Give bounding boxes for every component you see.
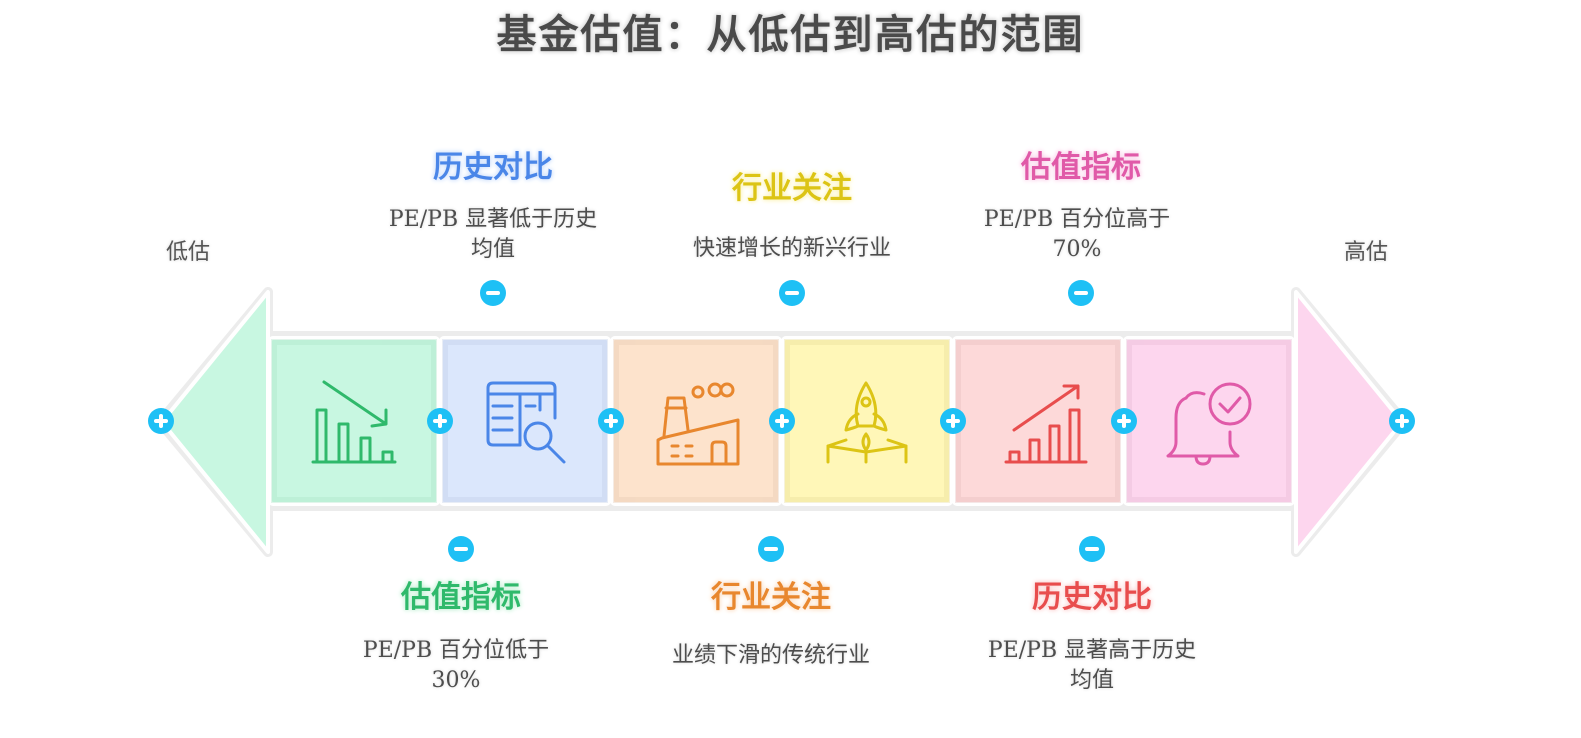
bottom-item-1-description: PE/PB 百分位低于 30% — [363, 636, 549, 696]
top-item-1-description: PE/PB 显著低于历史 均值 — [389, 205, 597, 265]
rocket-launch-icon — [826, 381, 908, 464]
segment-6 — [1123, 336, 1295, 506]
collapse-bottom-item-2[interactable] — [758, 536, 784, 562]
rising-chart-icon — [1004, 384, 1088, 464]
top-item-3-heading: 估值指标 — [1021, 150, 1141, 185]
bottom-item-2-heading: 行业关注 — [711, 580, 831, 615]
top-item-1-desc-line-1: PE/PB 显著低于历史 — [388, 207, 598, 232]
top-item-1-desc-line-2: 均值 — [470, 237, 515, 262]
bottom-item-1-desc-line-1: PE/PB 百分位低于 — [362, 638, 550, 663]
add-connector-3[interactable] — [769, 408, 795, 434]
bottom-item-3-heading: 历史对比 — [1032, 580, 1152, 615]
add-connector-5[interactable] — [1111, 408, 1137, 434]
add-connector-4[interactable] — [940, 408, 966, 434]
bell-check-icon — [1166, 382, 1252, 466]
bottom-item-2-description: 业绩下滑的传统行业 — [672, 641, 870, 671]
bottom-item-3-desc-line-1: PE/PB 显著高于历史 — [987, 638, 1197, 663]
top-item-2-heading: 行业关注 — [732, 171, 852, 206]
top-item-3-description: PE/PB 百分位高于 70% — [984, 205, 1170, 265]
top-item-1-heading: 历史对比 — [433, 150, 553, 185]
bottom-item-1-heading: 估值指标 — [401, 580, 521, 615]
segment-3 — [610, 336, 782, 506]
low-valuation-label: 低估 — [166, 240, 211, 265]
segment-4 — [781, 336, 953, 506]
bottom-item-2-desc-line-1: 业绩下滑的传统行业 — [671, 643, 871, 668]
top-item-2-description: 快速增长的新兴行业 — [693, 234, 891, 264]
bottom-item-1-desc-line-2: 30% — [431, 668, 481, 693]
collapse-top-item-1[interactable] — [480, 280, 506, 306]
add-connector-2[interactable] — [598, 408, 624, 434]
collapse-bottom-item-3[interactable] — [1079, 536, 1105, 562]
table-search-icon — [486, 381, 566, 464]
top-item-2-desc-line-1: 快速增长的新兴行业 — [692, 236, 892, 261]
bottom-item-3-description: PE/PB 显著高于历史 均值 — [988, 636, 1196, 696]
right-arrow-head — [1294, 290, 1404, 554]
page-title: 基金估值：从低估到高估的范围 — [496, 11, 1085, 58]
bottom-item-3-desc-line-2: 均值 — [1069, 668, 1114, 693]
left-arrow-head — [160, 290, 270, 554]
add-connector-1[interactable] — [427, 408, 453, 434]
segment-1 — [268, 336, 440, 506]
collapse-top-item-2[interactable] — [779, 280, 805, 306]
segment-5 — [952, 336, 1124, 506]
collapse-bottom-item-1[interactable] — [448, 536, 474, 562]
high-valuation-label: 高估 — [1344, 240, 1389, 265]
segment-2 — [439, 336, 611, 506]
add-connector-left-end[interactable] — [148, 408, 174, 434]
top-item-3-desc-line-2: 70% — [1052, 237, 1102, 262]
factory-icon — [656, 382, 740, 466]
add-connector-right-end[interactable] — [1389, 408, 1415, 434]
collapse-top-item-3[interactable] — [1068, 280, 1094, 306]
top-item-3-desc-line-1: PE/PB 百分位高于 — [983, 207, 1171, 232]
declining-chart-icon — [311, 380, 397, 464]
